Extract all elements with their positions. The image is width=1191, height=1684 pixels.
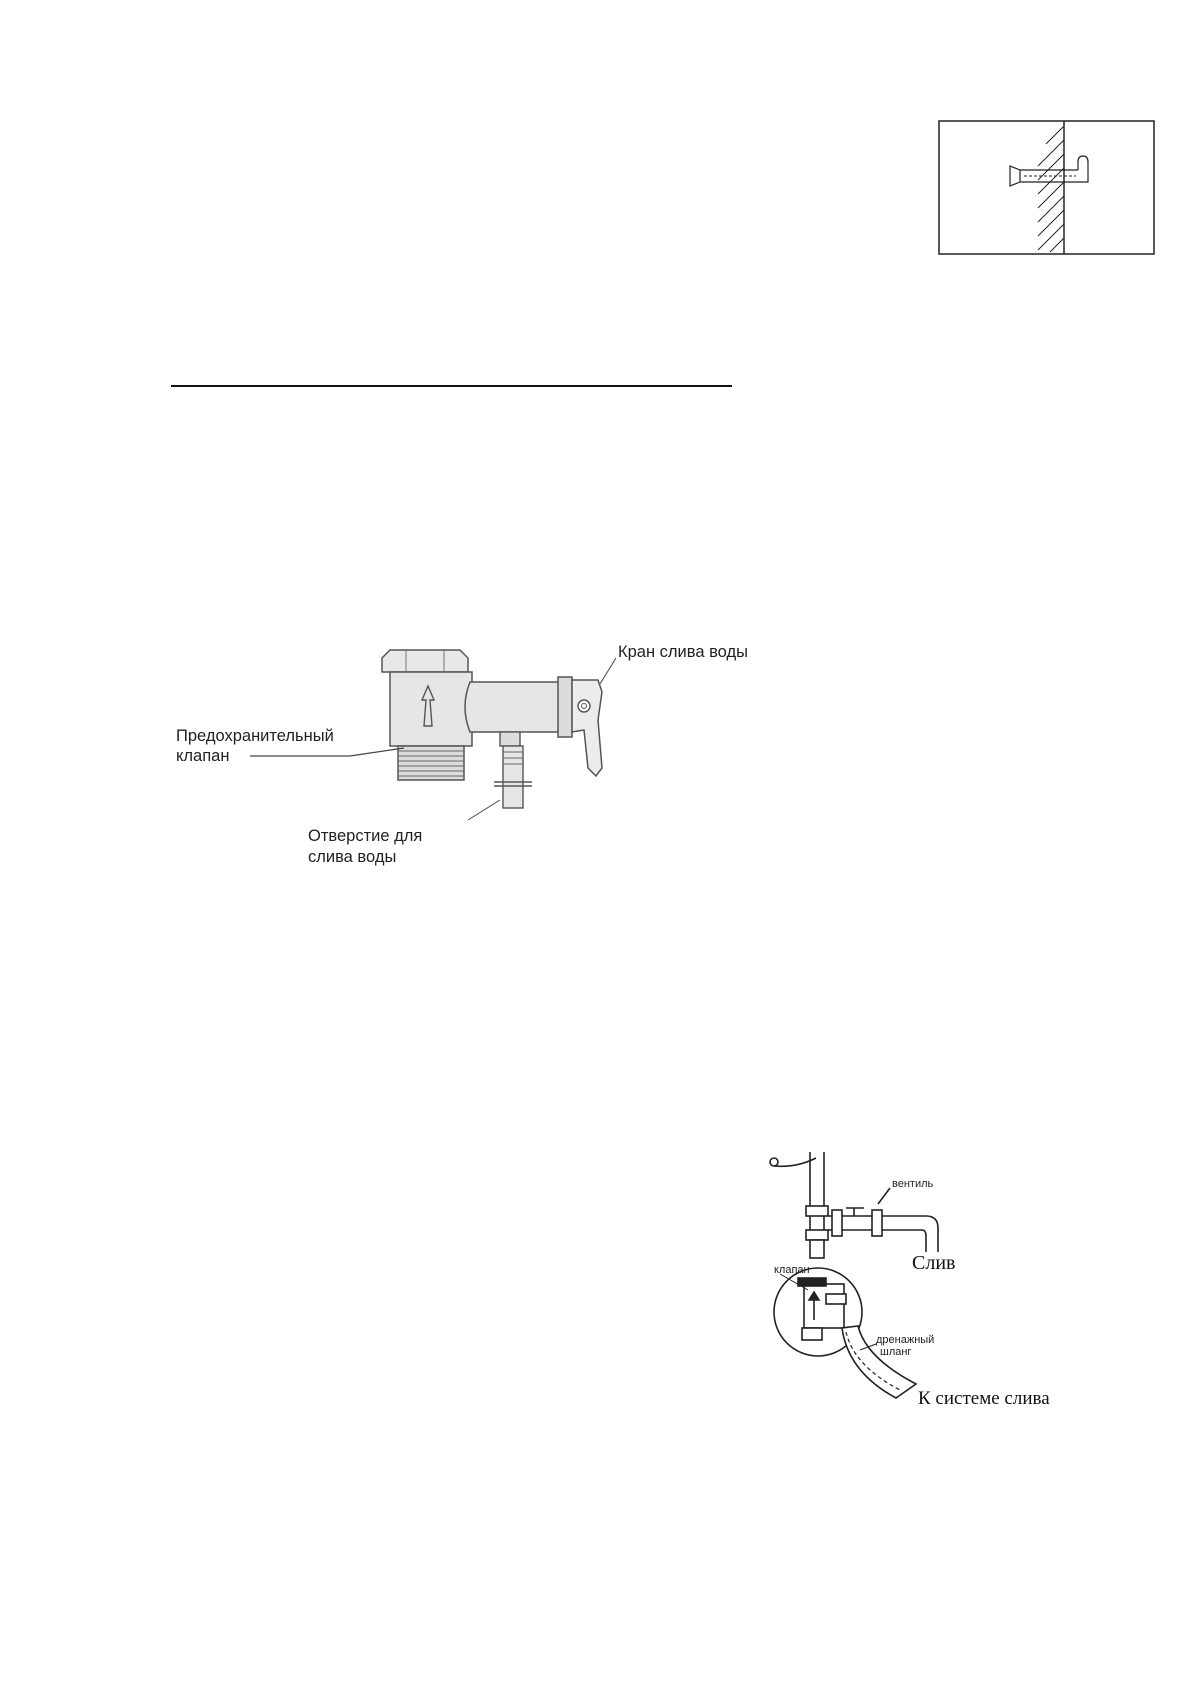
label-drain-hole-line1: Отверстие для bbox=[308, 827, 423, 845]
label-hose-line2: шланг bbox=[880, 1346, 912, 1358]
label-valve: клапан bbox=[774, 1264, 810, 1276]
label-drain-hole-line2: слива воды bbox=[308, 848, 397, 866]
drain-system-drawing bbox=[769, 1152, 939, 1399]
wall-anchor-figure bbox=[938, 120, 1155, 255]
safety-valve-figure: Кран слива воды Предохранительный клапан… bbox=[170, 640, 770, 880]
safety-valve-drawing bbox=[250, 649, 617, 821]
section-divider bbox=[171, 385, 732, 387]
label-drain-tap: Кран слива воды bbox=[618, 643, 748, 661]
label-valve-tap: вентиль bbox=[892, 1178, 934, 1190]
label-hose-line1: дренажный bbox=[876, 1334, 935, 1346]
drain-system-figure: вентиль Слив клапан дренажный шланг К си… bbox=[766, 1152, 1086, 1424]
label-safety-valve-line2: клапан bbox=[176, 747, 230, 765]
wall-anchor-drawing bbox=[938, 120, 1155, 255]
label-system: К системе слива bbox=[918, 1388, 1050, 1409]
label-drain: Слив bbox=[912, 1252, 956, 1274]
label-safety-valve-line1: Предохранительный bbox=[176, 727, 334, 745]
